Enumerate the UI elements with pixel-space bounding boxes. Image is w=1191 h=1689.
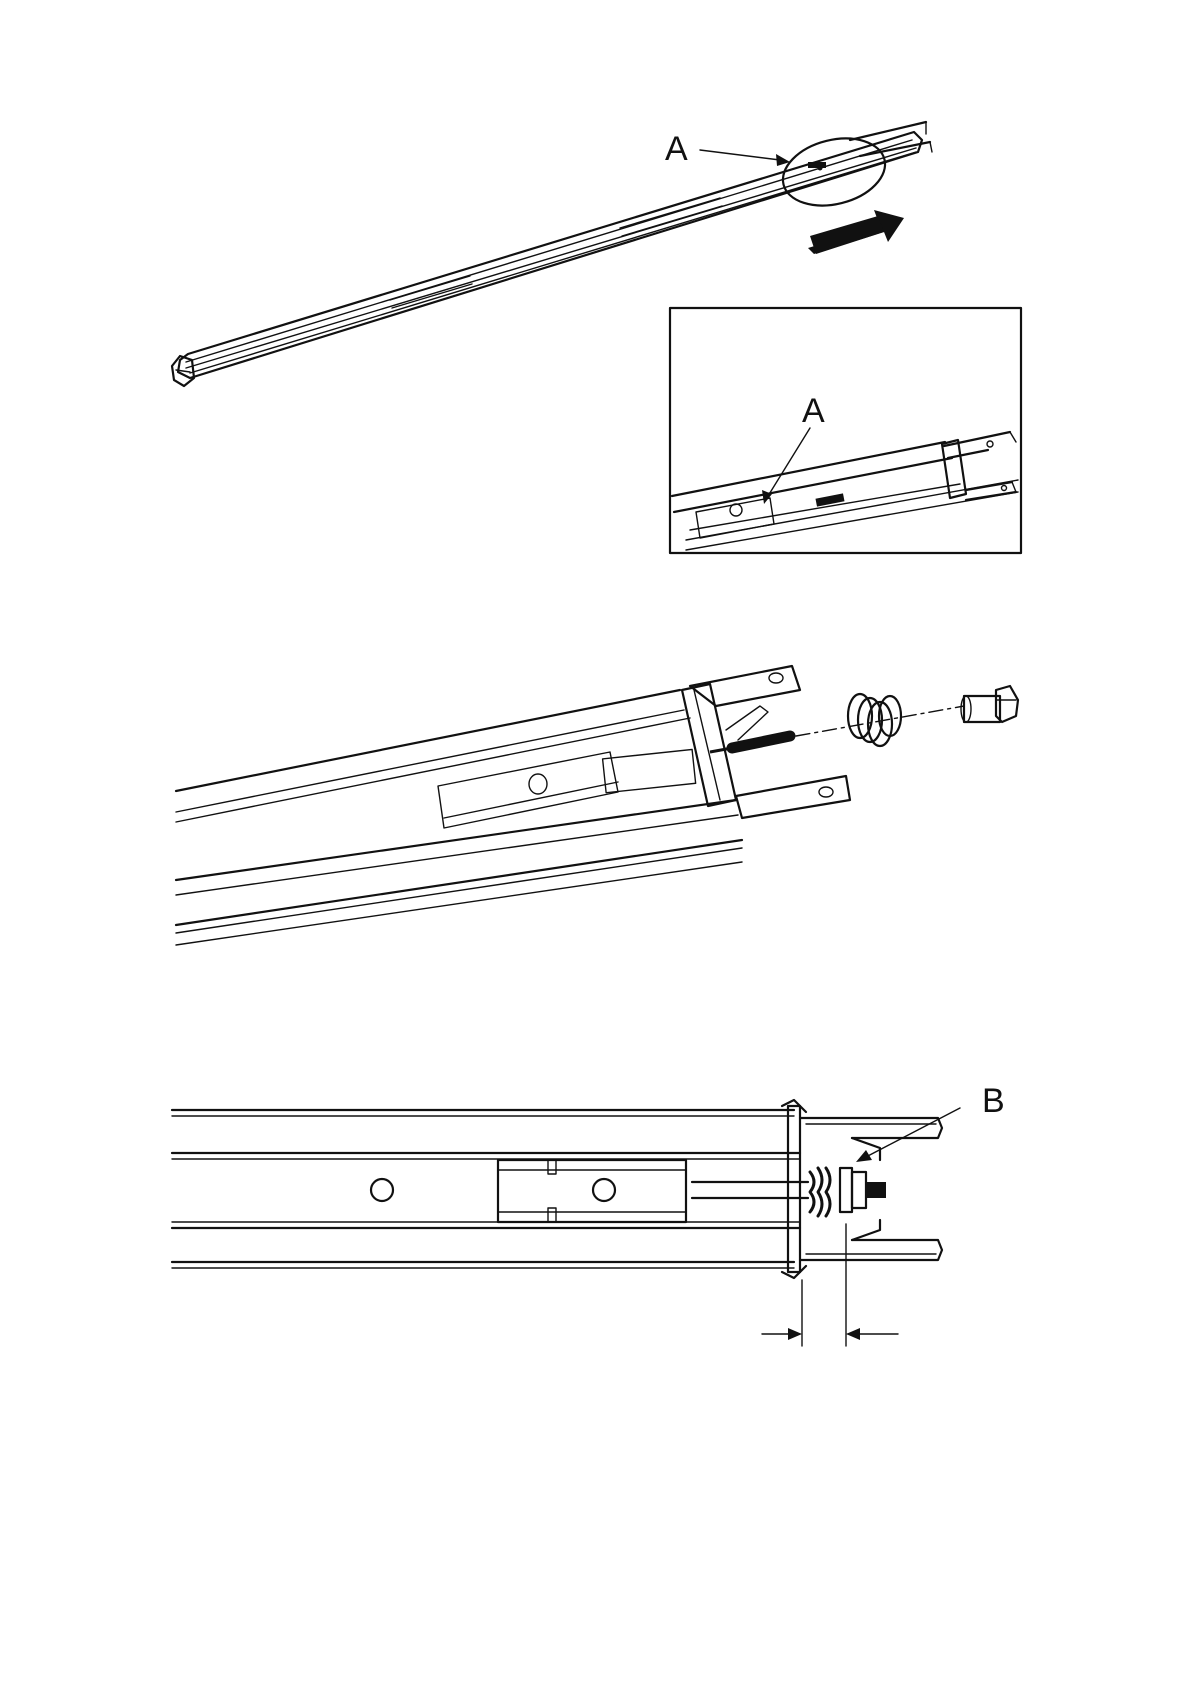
nut [961, 686, 1018, 722]
leader-a-main [700, 150, 780, 160]
figure-3-top-view: B [172, 1082, 1005, 1346]
figure-1-rail-overview: A A [172, 122, 1021, 553]
slide-direction-arrow-icon [808, 210, 904, 254]
spring [848, 694, 901, 746]
callout-b: B [982, 1082, 1005, 1120]
rail-top-view [172, 1100, 942, 1278]
detail-inset: A [670, 308, 1021, 553]
rail-long [172, 122, 932, 386]
leader-b [864, 1108, 960, 1158]
rail-channel-perspective [176, 666, 850, 945]
callout-a-inset: A [802, 392, 825, 430]
callout-a-main: A [665, 130, 688, 168]
figure-2-exploded-view [176, 666, 1018, 945]
dimension-marker [762, 1224, 898, 1346]
